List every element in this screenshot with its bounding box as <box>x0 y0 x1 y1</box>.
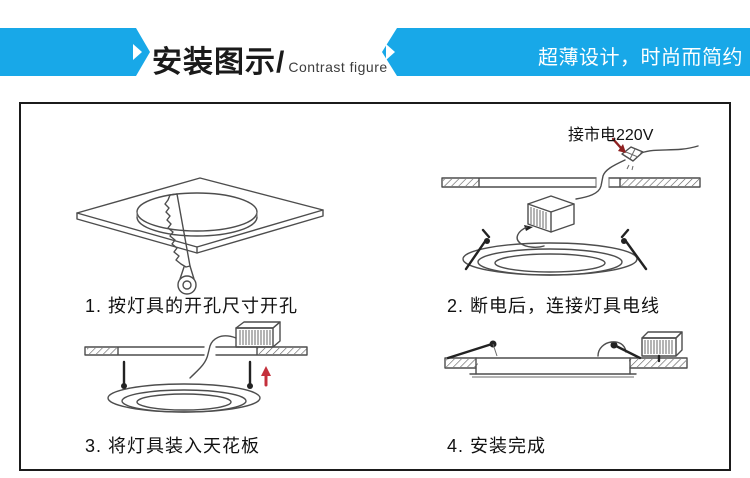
page-title: 安装图示/ Contrast figure <box>152 37 388 81</box>
downlight-lamp <box>107 383 261 413</box>
mains-pointer-arrow-icon <box>611 137 626 153</box>
step-4-caption: 4. 安装完成 <box>447 436 547 456</box>
header-tagline: 超薄设计，时尚而简约 <box>538 47 743 69</box>
saw-icon <box>164 193 197 295</box>
flush-panel <box>469 357 637 378</box>
step-1-caption: 1. 按灯具的开孔尺寸开孔 <box>85 296 299 316</box>
step-1-diagram <box>76 177 324 295</box>
step-2-caption: 2. 断电后，连接灯具电线 <box>447 296 661 316</box>
step-3-diagram <box>84 321 308 413</box>
downlight-lamp <box>462 228 648 276</box>
mains-voltage-label: 接市电220V <box>568 127 654 144</box>
header-ribbon-left <box>0 28 150 76</box>
lamp-wire <box>189 335 237 379</box>
page-title-en: Contrast figure <box>288 59 388 75</box>
step-4-diagram <box>444 331 688 378</box>
driver-box <box>641 331 683 363</box>
driver-box <box>235 321 281 348</box>
folded-spring-clips <box>446 340 642 360</box>
step-3-caption: 3. 将灯具装入天花板 <box>85 436 261 456</box>
step-2-diagram <box>441 137 701 276</box>
page-title-cn: 安装图示/ <box>152 46 286 79</box>
up-arrow-icon <box>261 366 271 387</box>
ceiling-section <box>441 177 701 188</box>
spring-clip-pins <box>121 360 253 389</box>
mains-wire <box>575 145 699 200</box>
driver-box <box>516 195 575 248</box>
ribbon-notch-icon <box>133 44 142 60</box>
ribbon-notch-icon <box>386 44 395 60</box>
wire-connector-icon <box>621 146 644 171</box>
header-ribbon-right: 超薄设计，时尚而简约 <box>382 28 750 76</box>
ceiling-tile <box>76 177 324 254</box>
ceiling-section <box>84 346 308 356</box>
ceiling-section <box>444 357 688 369</box>
